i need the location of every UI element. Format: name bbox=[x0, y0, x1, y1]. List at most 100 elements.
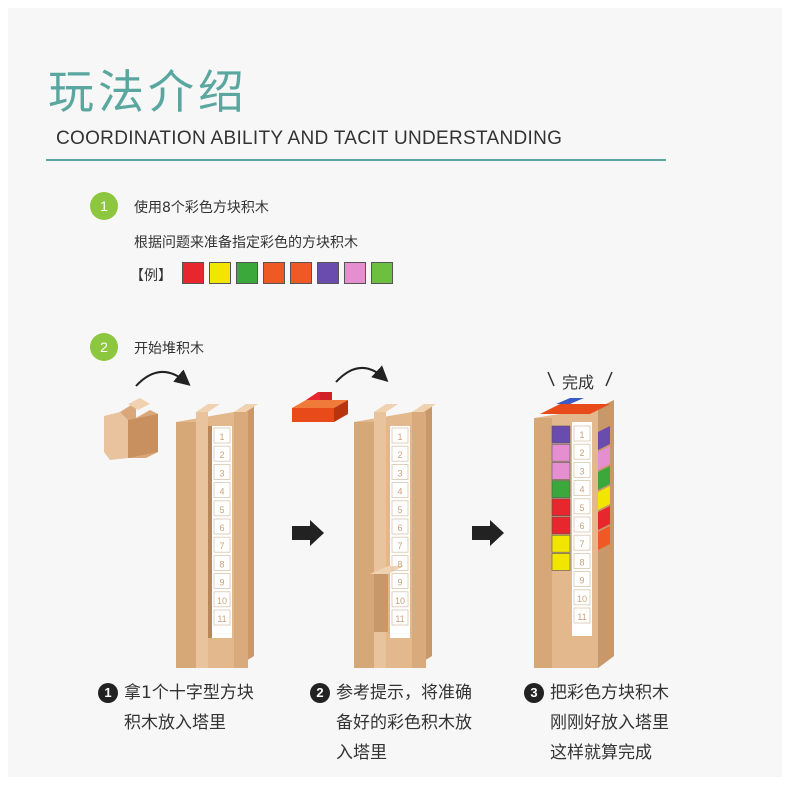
tower-number: 9 bbox=[579, 576, 584, 586]
caption-1-line-1: 拿1个十字型方块 bbox=[124, 683, 254, 703]
tower-number: 11 bbox=[217, 614, 226, 624]
tower-slot bbox=[573, 607, 591, 624]
curved-arrow-icon bbox=[335, 365, 389, 383]
tower-slot bbox=[573, 498, 591, 515]
tower-number: 3 bbox=[219, 468, 224, 478]
right-arrow-icon bbox=[292, 520, 324, 546]
done-slash-right bbox=[605, 371, 613, 387]
tower-number: 10 bbox=[217, 596, 227, 606]
tower-slot bbox=[213, 463, 231, 480]
done-slash-left bbox=[547, 371, 555, 387]
step-1-badge: 1 bbox=[90, 192, 118, 220]
stacked-block bbox=[551, 480, 571, 498]
tower-number: 11 bbox=[577, 612, 586, 622]
tower-slot bbox=[213, 482, 231, 499]
tower-number: 11 bbox=[395, 614, 404, 624]
side-block bbox=[598, 486, 610, 510]
tower-slot bbox=[213, 573, 231, 589]
side-block bbox=[598, 426, 610, 450]
stacked-block bbox=[551, 498, 571, 517]
tower-number: 1 bbox=[219, 432, 224, 442]
tower-slot bbox=[213, 445, 231, 462]
side-block bbox=[598, 466, 610, 490]
tower-number: 2 bbox=[397, 450, 402, 460]
tower-number: 8 bbox=[397, 559, 402, 569]
tower-slot bbox=[573, 553, 591, 569]
title-divider bbox=[46, 159, 666, 161]
color-swatch bbox=[290, 262, 312, 284]
tower-number: 2 bbox=[219, 450, 224, 460]
cross-block-icon bbox=[104, 398, 158, 460]
color-swatch bbox=[209, 262, 231, 284]
caption-3-line-3: 这样就算完成 bbox=[550, 743, 652, 763]
caption-2-line-1: 参考提示，将准确 bbox=[336, 683, 472, 703]
stacked-block bbox=[551, 443, 571, 462]
step-2-badge: 2 bbox=[90, 333, 118, 361]
tower-number: 5 bbox=[219, 505, 224, 515]
stacked-block bbox=[551, 534, 571, 553]
tower-slot bbox=[573, 534, 591, 551]
tower-number: 5 bbox=[579, 503, 584, 513]
color-swatch bbox=[317, 262, 339, 284]
tower-slot bbox=[391, 500, 409, 517]
tower-number: 8 bbox=[579, 557, 584, 567]
tower-number: 9 bbox=[397, 578, 402, 588]
done-label: 完成 bbox=[562, 373, 595, 392]
tower-number: 10 bbox=[395, 596, 405, 606]
caption-2-line-2: 备好的彩色积木放 bbox=[336, 713, 472, 733]
colored-blocks-icon bbox=[292, 392, 348, 422]
tower-slot bbox=[391, 445, 409, 462]
right-arrow-icon bbox=[472, 520, 504, 546]
stacked-block bbox=[551, 516, 571, 535]
step-1-text: 使用8个彩色方块积木 bbox=[134, 200, 269, 216]
page-subtitle: COORDINATION ABILITY AND TACIT UNDERSTAN… bbox=[56, 128, 563, 149]
color-swatch bbox=[182, 262, 204, 284]
tower-number: 6 bbox=[397, 523, 402, 533]
caption-2-line-3: 入塔里 bbox=[336, 743, 387, 763]
tower-number: 6 bbox=[579, 521, 584, 531]
side-block bbox=[598, 446, 610, 470]
color-swatch bbox=[263, 262, 285, 284]
tower-slot bbox=[573, 589, 591, 606]
tower-slot bbox=[213, 555, 231, 571]
tower-number: 3 bbox=[397, 468, 402, 478]
tower-number: 5 bbox=[397, 505, 402, 515]
tower-slot bbox=[213, 609, 231, 626]
step-2-text: 开始堆积木 bbox=[134, 341, 204, 357]
color-swatch bbox=[344, 262, 366, 284]
curved-arrow-icon bbox=[135, 369, 191, 387]
tower-slot bbox=[573, 480, 591, 497]
tower-number: 4 bbox=[219, 487, 224, 497]
tower-slot bbox=[391, 518, 409, 535]
tower-slot bbox=[391, 427, 409, 444]
tower-slot bbox=[573, 461, 591, 478]
step-1-description: 根据问题来准备指定彩色的方块积木 bbox=[134, 235, 358, 251]
page-title: 玩法介绍 bbox=[48, 65, 248, 119]
tower-number: 1 bbox=[397, 432, 402, 442]
stacked-block bbox=[551, 462, 571, 480]
tower-slot bbox=[213, 518, 231, 535]
tower-number: 7 bbox=[397, 541, 402, 551]
tower-slot bbox=[573, 425, 591, 442]
tower-number: 4 bbox=[397, 487, 402, 497]
tower-number: 6 bbox=[219, 523, 224, 533]
tower-slot bbox=[391, 573, 409, 589]
color-swatch bbox=[236, 262, 258, 284]
tower-slot bbox=[391, 591, 409, 608]
stacked-block bbox=[551, 553, 571, 571]
color-swatch bbox=[371, 262, 393, 284]
tower-slot bbox=[573, 516, 591, 533]
tower-number: 7 bbox=[219, 541, 224, 551]
caption-3-number: 3 bbox=[524, 683, 544, 703]
caption-3-line-1: 把彩色方块积木 bbox=[550, 683, 669, 703]
example-label: 【例】 bbox=[130, 268, 172, 284]
tower-slot bbox=[391, 609, 409, 626]
tower-number: 1 bbox=[579, 430, 584, 440]
side-block bbox=[598, 506, 610, 530]
tower-number: 9 bbox=[219, 578, 224, 588]
tower-number: 10 bbox=[577, 594, 587, 604]
tower-slot bbox=[391, 536, 409, 553]
